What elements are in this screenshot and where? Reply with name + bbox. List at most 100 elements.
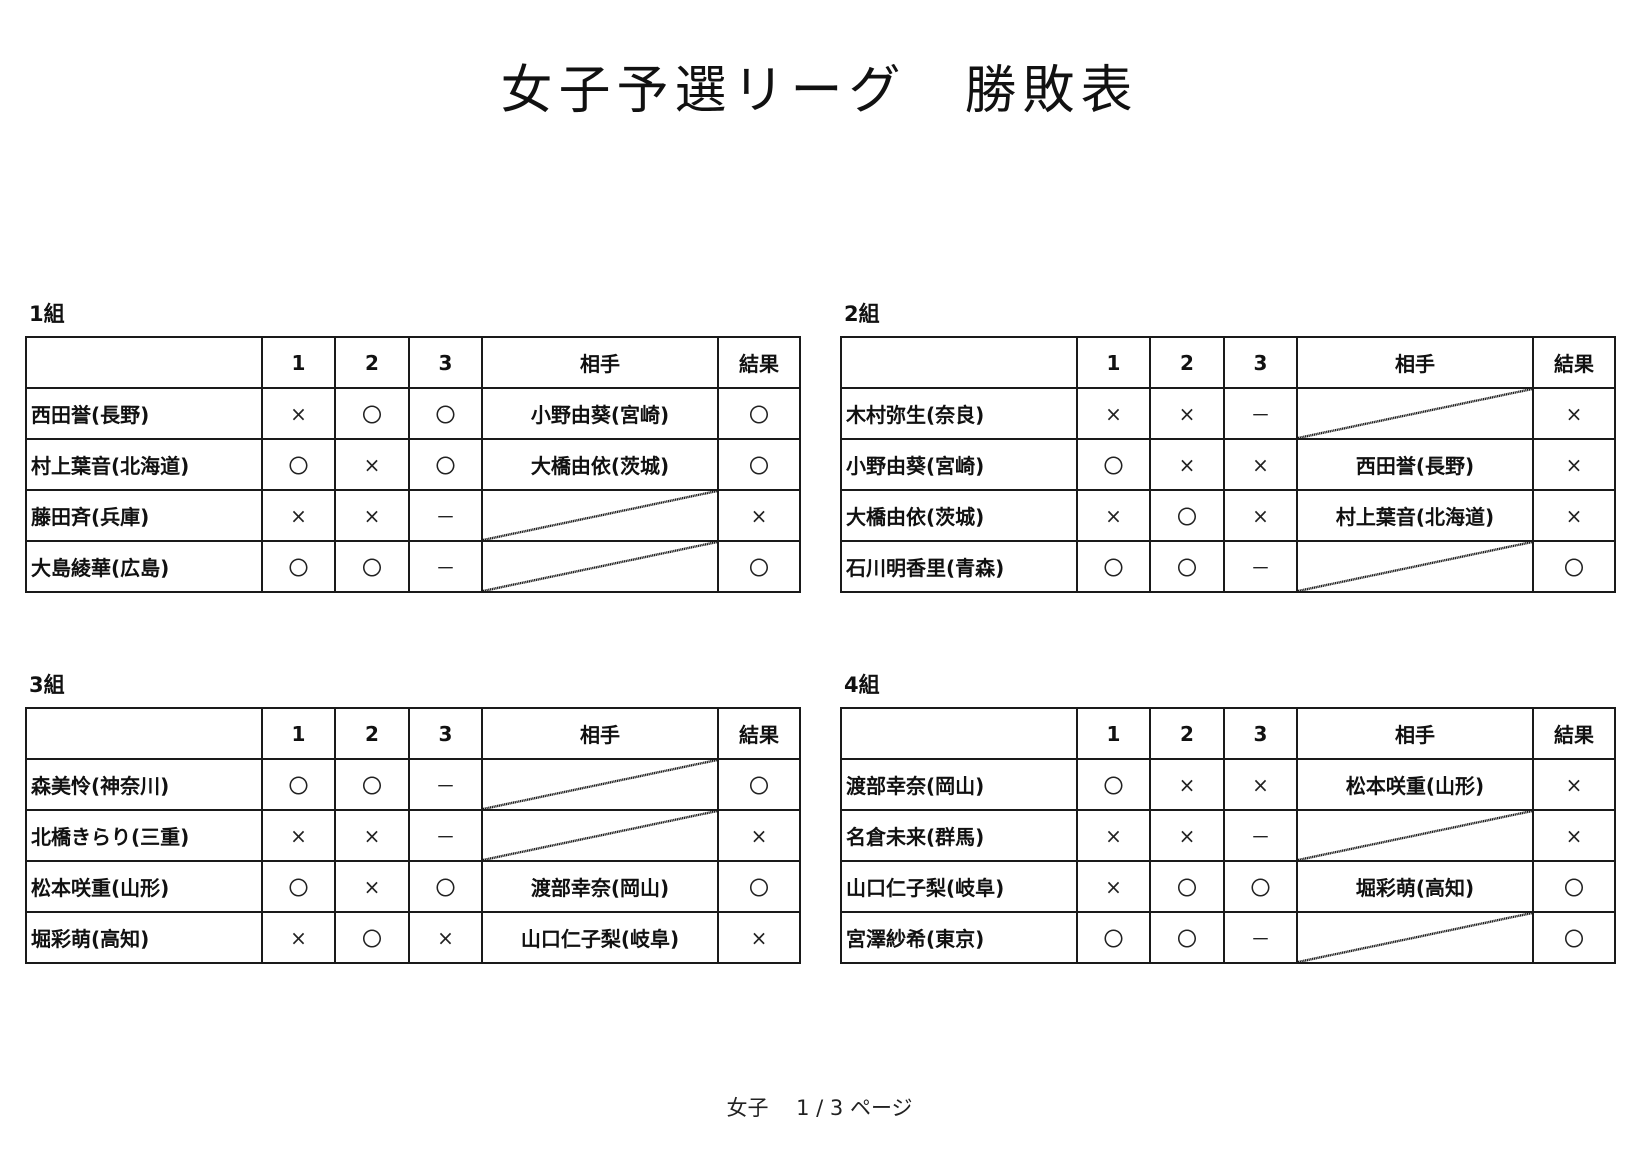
match-m3-cell: － xyxy=(408,758,483,811)
table-row: 大島綾華(広島)〇〇－〇 xyxy=(25,540,801,593)
opponent-cell: 村上葉音(北海道) xyxy=(1296,489,1534,542)
diagonal-slash-line xyxy=(1298,542,1532,591)
match-m3-cell: × xyxy=(408,911,483,964)
match-m2-cell: 〇 xyxy=(1149,911,1225,964)
diagonal-slash xyxy=(483,811,717,860)
player-name-cell: 山口仁子梨(岐阜) xyxy=(840,860,1078,913)
match-m1-cell: 〇 xyxy=(1076,758,1151,811)
player-name-cell: 名倉未来(群馬) xyxy=(840,809,1078,862)
diagonal-slash-line xyxy=(1298,913,1532,962)
header-col1-cell: 1 xyxy=(1076,336,1151,389)
diagonal-slash xyxy=(1298,389,1532,438)
match-m1-cell: 〇 xyxy=(261,758,336,811)
result-cell: × xyxy=(1532,758,1616,811)
match-m1-cell: × xyxy=(1076,860,1151,913)
table-row: 大橋由依(茨城)×〇×村上葉音(北海道)× xyxy=(840,489,1616,542)
empty-opponent-cell xyxy=(481,489,719,542)
diagonal-slash-line xyxy=(1298,811,1532,860)
diagonal-slash-line xyxy=(483,542,717,591)
match-m3-cell: － xyxy=(1223,540,1298,593)
page-footer: 女子 1 / 3 ページ xyxy=(726,1096,913,1120)
player-name-cell: 渡部幸奈(岡山) xyxy=(840,758,1078,811)
table-row: 堀彩萌(高知)×〇×山口仁子梨(岐阜)× xyxy=(25,911,801,964)
header-name-cell xyxy=(25,707,263,760)
match-m2-cell: 〇 xyxy=(1149,489,1225,542)
opponent-cell: 山口仁子梨(岐阜) xyxy=(481,911,719,964)
header-col1-cell: 1 xyxy=(261,336,336,389)
result-cell: × xyxy=(717,489,801,542)
group-label: 4組 xyxy=(844,673,880,697)
result-cell: × xyxy=(1532,809,1616,862)
result-cell: 〇 xyxy=(717,758,801,811)
match-m1-cell: 〇 xyxy=(261,540,336,593)
match-m1-cell: × xyxy=(1076,809,1151,862)
player-name-cell: 小野由葵(宮崎) xyxy=(840,438,1078,491)
result-cell: × xyxy=(717,911,801,964)
match-m1-cell: × xyxy=(261,911,336,964)
match-m1-cell: 〇 xyxy=(1076,438,1151,491)
table-row: 森美怜(神奈川)〇〇－〇 xyxy=(25,758,801,811)
diagonal-slash-line xyxy=(483,811,717,860)
empty-opponent-cell xyxy=(1296,387,1534,440)
match-m3-cell: － xyxy=(1223,911,1298,964)
result-cell: 〇 xyxy=(717,540,801,593)
result-cell: 〇 xyxy=(1532,911,1616,964)
header-opponent-cell: 相手 xyxy=(1296,707,1534,760)
header-col3-cell: 3 xyxy=(408,707,483,760)
empty-opponent-cell xyxy=(1296,809,1534,862)
header-opponent-cell: 相手 xyxy=(481,336,719,389)
header-result-cell: 結果 xyxy=(1532,336,1616,389)
match-m2-cell: × xyxy=(334,438,410,491)
match-m1-cell: 〇 xyxy=(261,860,336,913)
header-name-cell xyxy=(840,336,1078,389)
group-label: 2組 xyxy=(844,302,880,326)
match-m1-cell: × xyxy=(1076,489,1151,542)
table-row: 木村弥生(奈良)××－× xyxy=(840,387,1616,440)
match-m2-cell: × xyxy=(1149,387,1225,440)
table-row: 渡部幸奈(岡山)〇××松本咲重(山形)× xyxy=(840,758,1616,811)
header-opponent-cell: 相手 xyxy=(1296,336,1534,389)
match-m3-cell: － xyxy=(408,809,483,862)
match-m2-cell: 〇 xyxy=(334,387,410,440)
result-cell: 〇 xyxy=(1532,860,1616,913)
group-label: 3組 xyxy=(29,673,65,697)
result-cell: × xyxy=(1532,438,1616,491)
match-m3-cell: × xyxy=(1223,438,1298,491)
header-col1-cell: 1 xyxy=(1076,707,1151,760)
header-name-cell xyxy=(25,336,263,389)
group-label: 1組 xyxy=(29,302,65,326)
player-name-cell: 大橋由依(茨城) xyxy=(840,489,1078,542)
match-m3-cell: － xyxy=(1223,809,1298,862)
header-col3-cell: 3 xyxy=(408,336,483,389)
player-name-cell: 宮澤紗希(東京) xyxy=(840,911,1078,964)
player-name-cell: 藤田斉(兵庫) xyxy=(25,489,263,542)
match-m2-cell: 〇 xyxy=(334,758,410,811)
match-m1-cell: × xyxy=(261,809,336,862)
table-row: 北橋きらり(三重)××－× xyxy=(25,809,801,862)
player-name-cell: 北橋きらり(三重) xyxy=(25,809,263,862)
player-name-cell: 大島綾華(広島) xyxy=(25,540,263,593)
opponent-cell: 小野由葵(宮崎) xyxy=(481,387,719,440)
player-name-cell: 堀彩萌(高知) xyxy=(25,911,263,964)
header-result-cell: 結果 xyxy=(717,707,801,760)
diagonal-slash xyxy=(1298,913,1532,962)
match-m3-cell: × xyxy=(1223,489,1298,542)
match-m2-cell: × xyxy=(334,860,410,913)
match-m3-cell: － xyxy=(1223,387,1298,440)
result-cell: × xyxy=(1532,387,1616,440)
diagonal-slash xyxy=(1298,542,1532,591)
match-m1-cell: 〇 xyxy=(1076,911,1151,964)
table-row: 西田誉(長野)×〇〇小野由葵(宮崎)〇 xyxy=(25,387,801,440)
table-row: 小野由葵(宮崎)〇××西田誉(長野)× xyxy=(840,438,1616,491)
match-m2-cell: × xyxy=(1149,809,1225,862)
header-col3-cell: 3 xyxy=(1223,336,1298,389)
header-col2-cell: 2 xyxy=(334,707,410,760)
diagonal-slash xyxy=(1298,811,1532,860)
match-m1-cell: × xyxy=(261,489,336,542)
result-cell: 〇 xyxy=(717,387,801,440)
match-m2-cell: 〇 xyxy=(334,911,410,964)
empty-opponent-cell xyxy=(481,758,719,811)
